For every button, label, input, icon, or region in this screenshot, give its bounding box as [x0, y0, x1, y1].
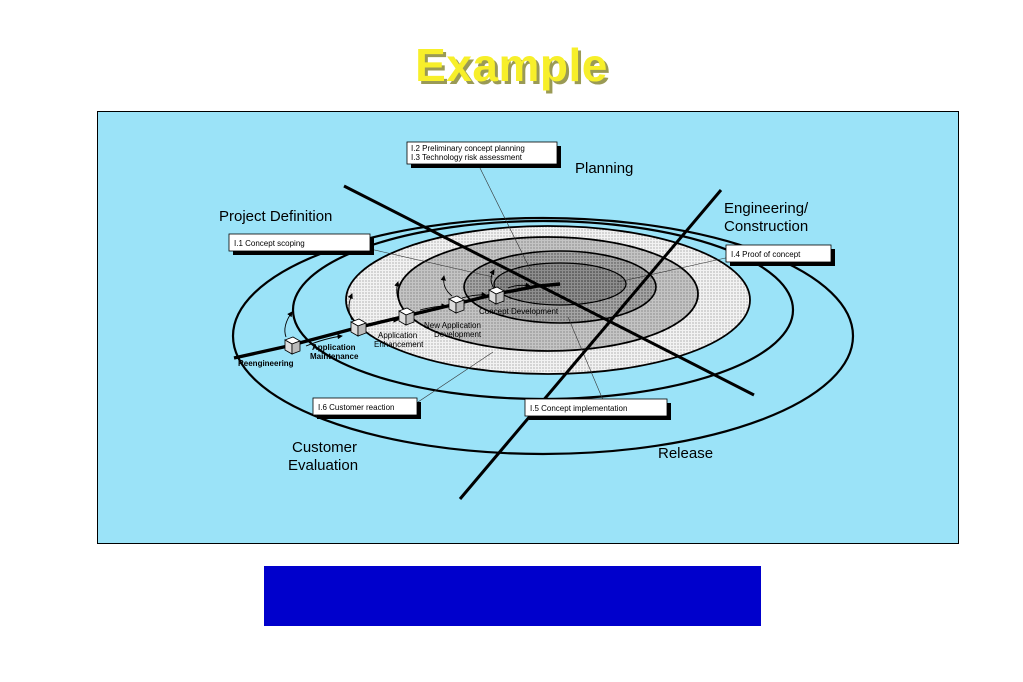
stage-maintenance-label-2: Maintenance	[310, 352, 359, 361]
quadrant-engineering-label-2: Construction	[724, 218, 808, 235]
quadrant-release-label: Release	[658, 445, 713, 462]
callout-planning: I.2 Preliminary concept planning I.3 Tec…	[406, 141, 561, 168]
stage-enhancement-label-2: Enhancement	[374, 340, 424, 349]
cube-maintenance	[350, 318, 367, 337]
slide-title: Example	[415, 39, 608, 91]
callout-proof-of-concept: I.4 Proof of concept	[725, 244, 835, 266]
callout-customer-reaction-text: I.6 Customer reaction	[318, 403, 394, 412]
callout-concept-implementation-text: I.5 Concept implementation	[530, 404, 627, 413]
axis-ne-sw	[458, 189, 723, 500]
quadrant-planning-label: Planning	[575, 160, 633, 177]
cube-concept-development	[488, 286, 505, 305]
cube-new-development	[448, 295, 465, 314]
callout-customer-reaction: I.6 Customer reaction	[312, 397, 421, 419]
cube-enhancement	[398, 307, 415, 326]
spiral-model-diagram: Reengineering Application Maintenance Ap…	[97, 111, 959, 544]
quadrant-customer-label-1: Customer	[292, 439, 357, 456]
outer-ring	[231, 216, 855, 456]
callout-concept-scoping-text: I.1 Concept scoping	[234, 239, 305, 248]
stage-maintenance-label-1: Application	[312, 343, 356, 352]
cube-reengineering	[284, 336, 301, 355]
bottom-banner	[264, 566, 761, 626]
stage-enhancement-label-1: Application	[378, 331, 417, 340]
stage-cubes	[284, 286, 505, 355]
stage-reengineering-label: Reengineering	[238, 359, 294, 368]
callout-preliminary-planning: I.2 Preliminary concept planning	[411, 144, 525, 153]
callout-concept-implementation: I.5 Concept implementation	[524, 398, 671, 420]
axis-nw-se	[343, 184, 755, 397]
stage-concept-dev-label: Concept Development	[479, 307, 559, 316]
quadrant-engineering-label-1: Engineering/	[724, 200, 809, 217]
quadrant-customer-label-2: Evaluation	[288, 457, 358, 474]
callout-concept-scoping: I.1 Concept scoping	[228, 233, 374, 255]
stage-new-dev-label-1: New Application	[424, 321, 481, 330]
stage-new-dev-label-2: Development	[434, 330, 482, 339]
quadrant-project-definition-label: Project Definition	[219, 208, 332, 225]
callout-technology-risk: I.3 Technology risk assessment	[411, 153, 523, 162]
callout-proof-of-concept-text: I.4 Proof of concept	[731, 250, 801, 259]
